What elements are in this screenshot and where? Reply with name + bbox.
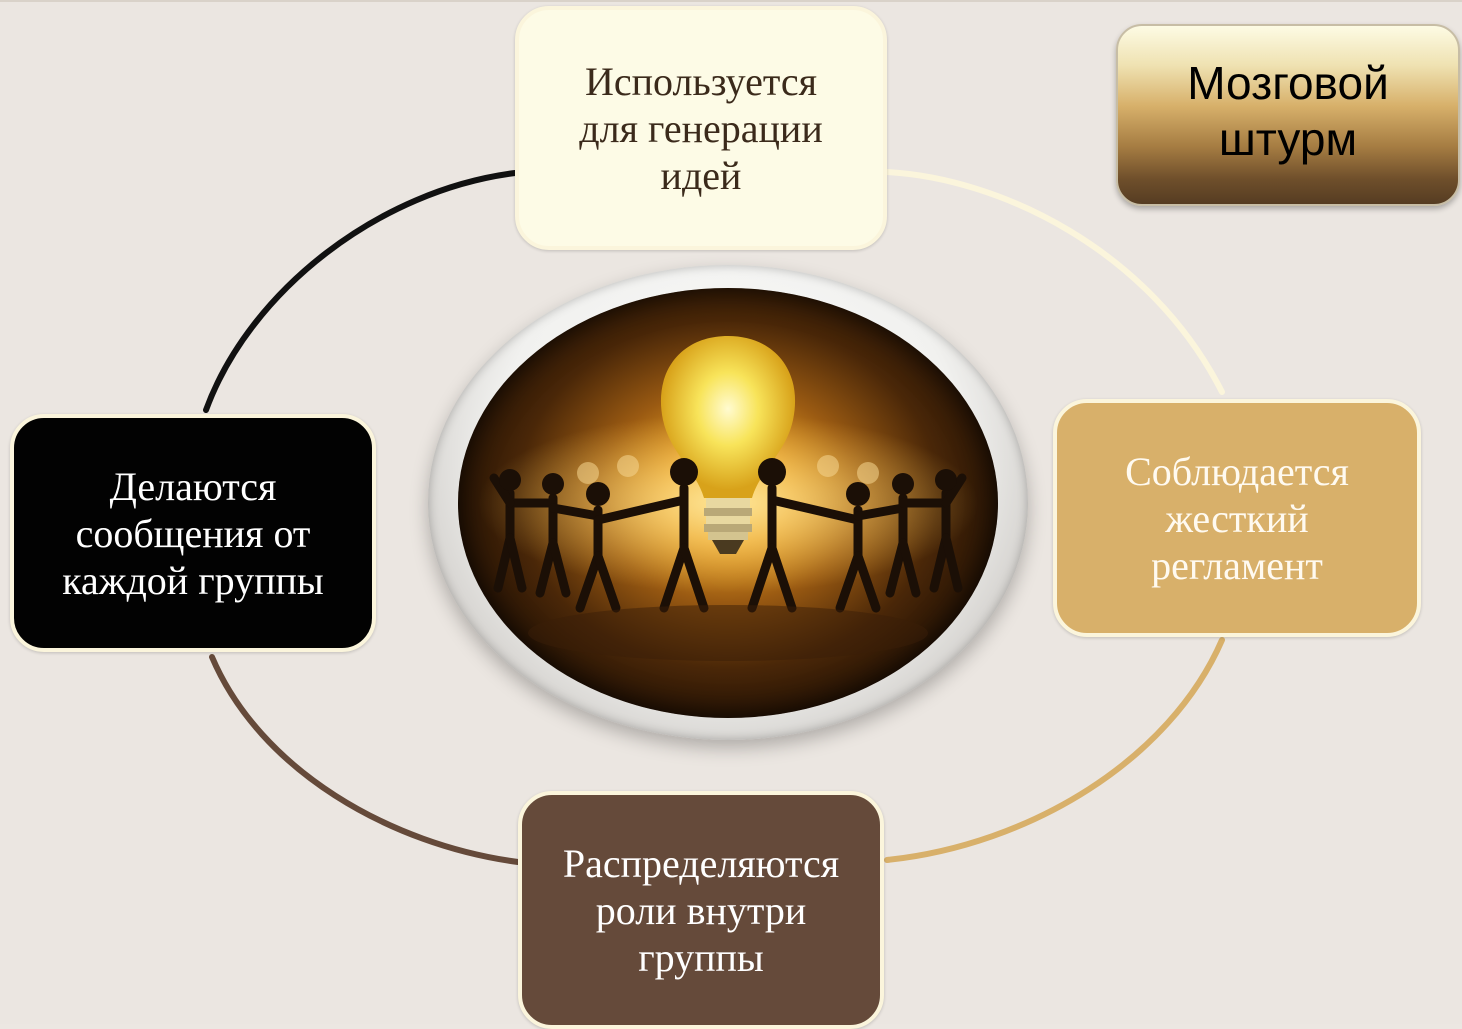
node-group-reports-label: Делаются сообщения от каждой группы: [62, 463, 324, 603]
page-title: Мозговой штурм: [1187, 57, 1389, 165]
title-badge: Мозговой штурм: [1116, 24, 1460, 206]
node-idea-generation-label: Используется для генерации идей: [579, 58, 823, 198]
arc-top-right: [884, 169, 1225, 395]
node-role-distribution: Распределяются роли внутри группы: [518, 791, 884, 1029]
top-divider: [0, 0, 1462, 2]
arc-right-bottom: [884, 637, 1225, 863]
node-strict-rules-label: Соблюдается жесткий регламент: [1125, 448, 1349, 588]
node-strict-rules: Соблюдается жесткий регламент: [1053, 399, 1421, 637]
arc-bottom-left: [209, 654, 521, 865]
lightbulb-with-people-icon: [458, 288, 998, 718]
node-group-reports: Делаются сообщения от каждой группы: [10, 414, 376, 652]
node-role-distribution-label: Распределяются роли внутри группы: [562, 840, 840, 980]
arc-left-top: [203, 170, 518, 413]
node-idea-generation: Используется для генерации идей: [515, 6, 887, 250]
